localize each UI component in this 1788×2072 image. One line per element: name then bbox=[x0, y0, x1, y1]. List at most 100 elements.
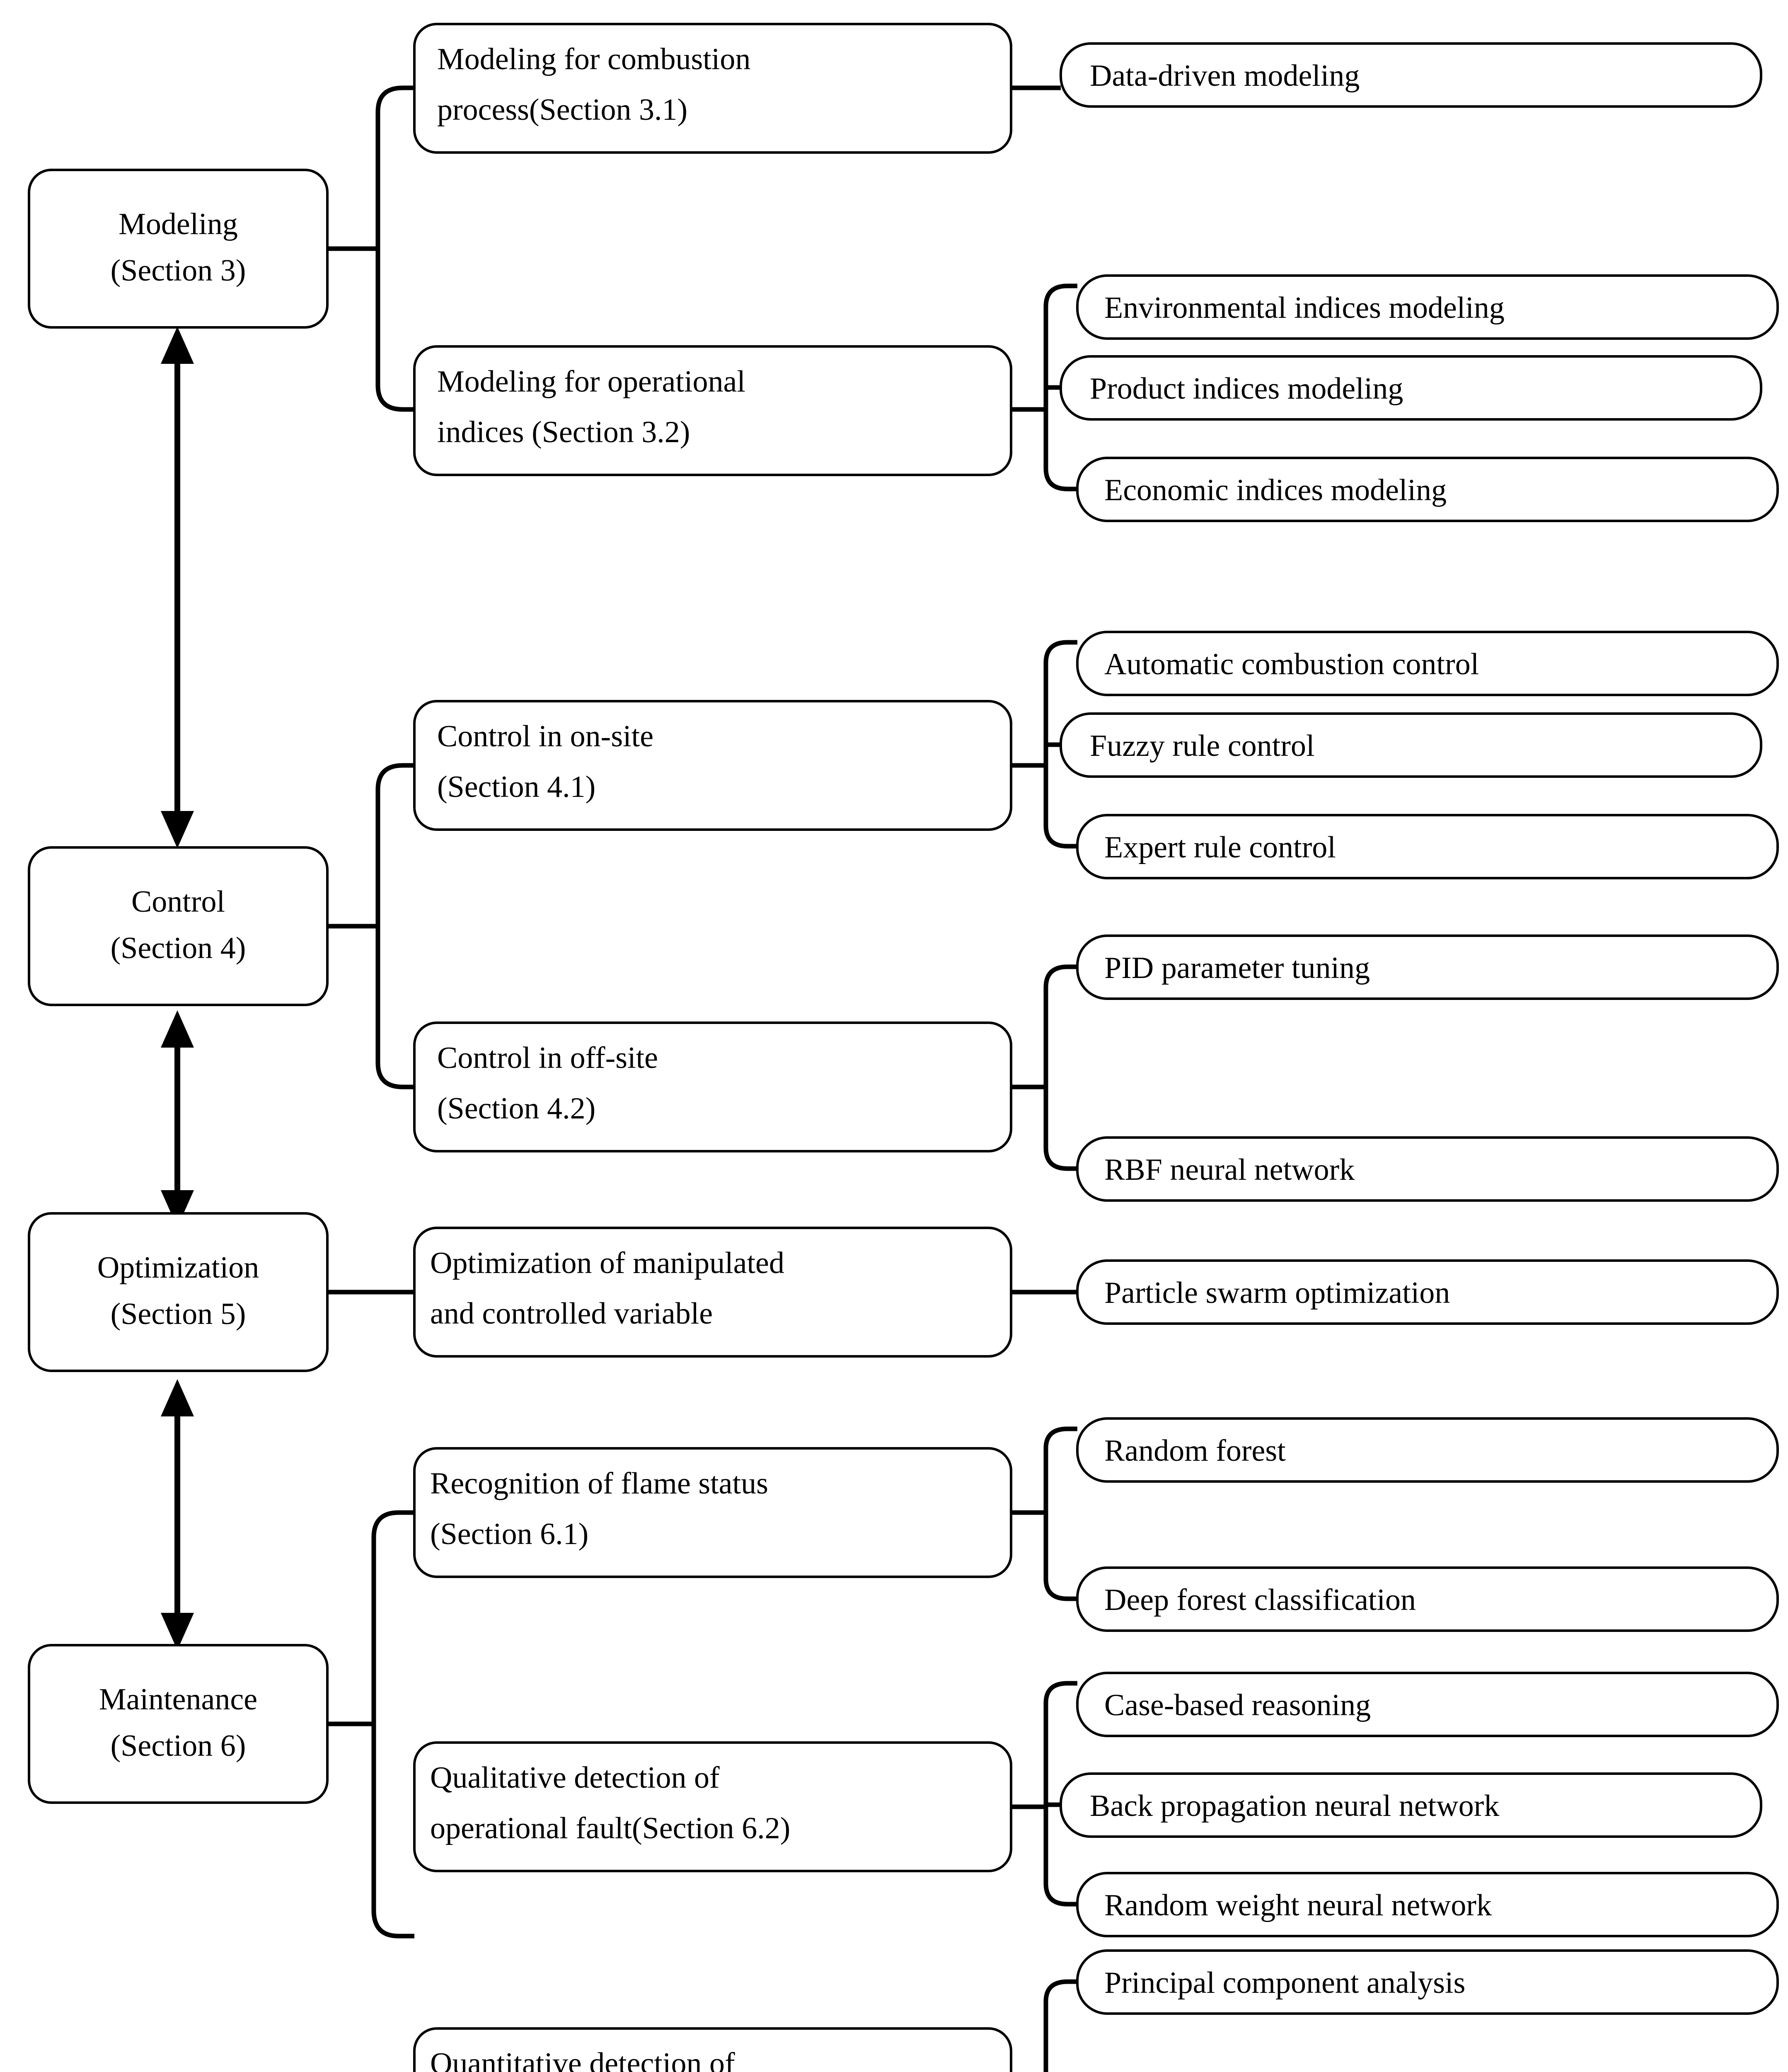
node-method-economic-indices-modeling[interactable]: Economic indices modeling bbox=[1076, 457, 1779, 522]
category-modeling-box[interactable] bbox=[28, 169, 329, 329]
method-automatic-combustion-control-label: Automatic combustion control bbox=[1104, 647, 1479, 681]
topic-modeling-combustion-box[interactable] bbox=[413, 23, 1012, 154]
category-optimization-label-line1: Optimization bbox=[97, 1251, 259, 1285]
node-topic-modeling-combustion[interactable]: Modeling for combustion process(Section … bbox=[413, 23, 1012, 154]
node-method-deep-forest-classification[interactable]: Deep forest classification bbox=[1076, 1566, 1779, 1632]
method-expert-rule-control-label: Expert rule control bbox=[1104, 830, 1336, 864]
node-method-random-forest[interactable]: Random forest bbox=[1076, 1417, 1779, 1483]
method-environmental-indices-modeling-box[interactable] bbox=[1076, 274, 1779, 340]
topic-modeling-operational-indices-line2: indices (Section 3.2) bbox=[437, 415, 690, 449]
method-fuzzy-rule-control-label: Fuzzy rule control bbox=[1090, 729, 1315, 763]
node-method-back-propagation-neural-network[interactable]: Back propagation neural network bbox=[1060, 1772, 1762, 1838]
category-modeling-label-line1: Modeling bbox=[119, 207, 238, 241]
vertical-link-modeling-control bbox=[161, 327, 194, 848]
node-category-control[interactable]: Control (Section 4) bbox=[28, 846, 329, 1006]
node-category-modeling[interactable]: Modeling (Section 3) bbox=[28, 169, 329, 329]
method-case-based-reasoning-label: Case-based reasoning bbox=[1104, 1688, 1371, 1722]
topic-flame-status-recognition-box[interactable] bbox=[413, 1447, 1012, 1578]
node-topic-quantitative-fault-detection[interactable]: Quantitative detection of operational fa… bbox=[413, 2027, 1012, 2072]
method-product-indices-modeling-box[interactable] bbox=[1060, 355, 1762, 421]
method-particle-swarm-optimization-box[interactable] bbox=[1076, 1259, 1779, 1325]
topic-qualitative-fault-detection-box[interactable] bbox=[413, 1741, 1012, 1872]
method-case-based-reasoning-box[interactable] bbox=[1076, 1672, 1779, 1737]
method-rbf-neural-network-box[interactable] bbox=[1076, 1136, 1779, 1202]
node-method-environmental-indices-modeling[interactable]: Environmental indices modeling bbox=[1076, 274, 1779, 340]
method-back-propagation-neural-network-label: Back propagation neural network bbox=[1090, 1789, 1499, 1823]
category-optimization-label-line2: (Section 5) bbox=[111, 1297, 246, 1331]
method-random-forest-box[interactable] bbox=[1076, 1417, 1779, 1483]
method-environmental-indices-modeling-label: Environmental indices modeling bbox=[1104, 291, 1505, 325]
node-method-random-weight-neural-network[interactable]: Random weight neural network bbox=[1076, 1872, 1779, 1937]
method-fuzzy-rule-control-box[interactable] bbox=[1060, 712, 1762, 778]
node-method-product-indices-modeling[interactable]: Product indices modeling bbox=[1060, 355, 1762, 421]
method-back-propagation-neural-network-box[interactable] bbox=[1060, 1772, 1762, 1838]
method-deep-forest-classification-box[interactable] bbox=[1076, 1566, 1779, 1632]
connector-maintenance-to-topics bbox=[327, 1510, 414, 1939]
node-method-case-based-reasoning[interactable]: Case-based reasoning bbox=[1076, 1672, 1779, 1737]
connector-modeling-to-topics bbox=[327, 85, 414, 412]
vertical-link-optimization-maintenance bbox=[161, 1379, 194, 1650]
connector-qualitative-fault-to-methods bbox=[1011, 1681, 1077, 1907]
topic-modeling-operational-indices-line1: Modeling for operational bbox=[437, 365, 745, 399]
category-control-label-line2: (Section 4) bbox=[111, 931, 246, 965]
node-topic-control-off-site[interactable]: Control in off-site (Section 4.2) bbox=[413, 1021, 1012, 1152]
category-maintenance-box[interactable] bbox=[28, 1644, 329, 1804]
topic-modeling-combustion-line2: process(Section 3.1) bbox=[437, 93, 687, 127]
node-method-expert-rule-control[interactable]: Expert rule control bbox=[1076, 814, 1779, 879]
connector-flame-status-to-methods bbox=[1011, 1426, 1077, 1601]
method-automatic-combustion-control-box[interactable] bbox=[1076, 631, 1779, 696]
method-particle-swarm-optimization-label: Particle swarm optimization bbox=[1104, 1276, 1450, 1310]
topic-control-off-site-box[interactable] bbox=[413, 1021, 1012, 1152]
node-category-maintenance[interactable]: Maintenance (Section 6) bbox=[28, 1644, 329, 1804]
node-method-particle-swarm-optimization[interactable]: Particle swarm optimization bbox=[1076, 1259, 1779, 1325]
node-topic-control-on-site[interactable]: Control in on-site (Section 4.1) bbox=[413, 700, 1012, 831]
method-principal-component-analysis-label: Principal component analysis bbox=[1104, 1966, 1465, 2000]
method-random-forest-label: Random forest bbox=[1104, 1434, 1286, 1468]
topic-control-off-site-line1: Control in off-site bbox=[437, 1041, 658, 1075]
topic-optimization-variables-box[interactable] bbox=[413, 1227, 1012, 1358]
category-control-label-line1: Control bbox=[131, 885, 225, 919]
method-economic-indices-modeling-box[interactable] bbox=[1076, 457, 1779, 522]
node-category-optimization[interactable]: Optimization (Section 5) bbox=[28, 1212, 329, 1372]
method-data-driven-modeling-label: Data-driven modeling bbox=[1090, 59, 1360, 93]
method-data-driven-modeling-box[interactable] bbox=[1060, 42, 1762, 108]
node-topic-modeling-operational-indices[interactable]: Modeling for operational indices (Sectio… bbox=[413, 345, 1012, 476]
connector-quantitative-fault-to-methods bbox=[1043, 1979, 1077, 2072]
topic-flame-status-recognition-line2: (Section 6.1) bbox=[430, 1517, 588, 1551]
method-product-indices-modeling-label: Product indices modeling bbox=[1090, 372, 1403, 406]
node-method-pid-parameter-tuning[interactable]: PID parameter tuning bbox=[1076, 934, 1779, 1000]
category-modeling-label-line2: (Section 3) bbox=[111, 254, 246, 288]
topic-optimization-variables-line1: Optimization of manipulated bbox=[430, 1246, 784, 1280]
method-random-weight-neural-network-box[interactable] bbox=[1076, 1872, 1779, 1937]
method-expert-rule-control-box[interactable] bbox=[1076, 814, 1779, 879]
topic-optimization-variables-line2: and controlled variable bbox=[430, 1297, 713, 1331]
category-maintenance-label-line2: (Section 6) bbox=[111, 1729, 246, 1763]
connector-control-to-topics bbox=[327, 763, 414, 1089]
topic-control-on-site-line1: Control in on-site bbox=[437, 719, 653, 753]
node-method-fuzzy-rule-control[interactable]: Fuzzy rule control bbox=[1060, 712, 1762, 778]
topic-control-on-site-box[interactable] bbox=[413, 700, 1012, 831]
category-maintenance-label-line1: Maintenance bbox=[99, 1682, 257, 1716]
topic-qualitative-fault-detection-line2: operational fault(Section 6.2) bbox=[430, 1811, 790, 1845]
node-method-data-driven-modeling[interactable]: Data-driven modeling bbox=[1060, 42, 1762, 108]
node-method-rbf-neural-network[interactable]: RBF neural network bbox=[1076, 1136, 1779, 1202]
topic-modeling-operational-indices-box[interactable] bbox=[413, 345, 1012, 476]
method-deep-forest-classification-label: Deep forest classification bbox=[1104, 1583, 1416, 1617]
category-control-box[interactable] bbox=[28, 846, 329, 1006]
topic-control-off-site-line2: (Section 4.2) bbox=[437, 1092, 595, 1126]
node-method-principal-component-analysis[interactable]: Principal component analysis bbox=[1076, 1949, 1779, 2015]
node-topic-flame-status-recognition[interactable]: Recognition of flame status (Section 6.1… bbox=[413, 1447, 1012, 1578]
node-topic-optimization-variables[interactable]: Optimization of manipulated and controll… bbox=[413, 1227, 1012, 1358]
topic-quantitative-fault-detection-box[interactable] bbox=[413, 2027, 1012, 2072]
method-pid-parameter-tuning-box[interactable] bbox=[1076, 934, 1779, 1000]
method-principal-component-analysis-box[interactable] bbox=[1076, 1949, 1779, 2015]
category-optimization-box[interactable] bbox=[28, 1212, 329, 1372]
connector-on-site-to-methods bbox=[1011, 640, 1077, 849]
node-method-automatic-combustion-control[interactable]: Automatic combustion control bbox=[1076, 631, 1779, 696]
connector-off-site-to-methods bbox=[1011, 964, 1077, 1171]
node-topic-qualitative-fault-detection[interactable]: Qualitative detection of operational fau… bbox=[413, 1741, 1012, 1872]
topic-quantitative-fault-detection-line1: Quantitative detection of bbox=[430, 2047, 735, 2072]
